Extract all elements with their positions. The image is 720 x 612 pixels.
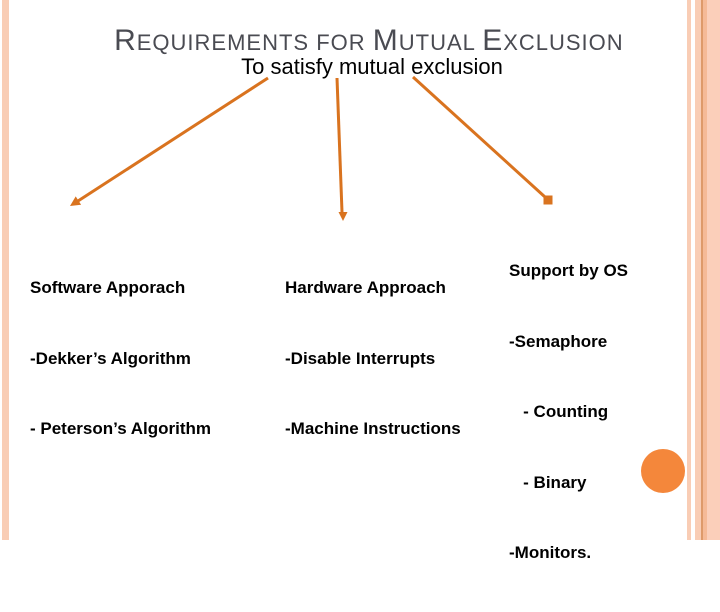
- title-segment: R: [114, 24, 137, 57]
- arrow-to-os-support: [411, 75, 553, 205]
- text-line: - Peterson’s Algorithm: [30, 419, 212, 438]
- text-line: -Monitors.: [509, 543, 592, 562]
- right-border-stripe-dark-line: [701, 0, 703, 540]
- left-border-stripe: [2, 0, 9, 540]
- title-segment: EQUIREMENTS FOR: [136, 30, 373, 55]
- title-segment: E: [482, 24, 504, 57]
- title-segment: XCLUSION: [503, 30, 624, 55]
- arrow-to-software-approach: [70, 76, 269, 206]
- title-segment: M: [372, 24, 399, 57]
- os-support-block: Support by OS -Semaphore - Counting - Bi…: [509, 212, 628, 612]
- text-line: -Semaphore: [509, 331, 608, 351]
- arrow-to-hardware-approach: [335, 77, 348, 221]
- page-title: REQUIREMENTS FOR MUTUAL EXCLUSION: [0, 6, 720, 76]
- decorative-circle: [641, 449, 685, 493]
- text-line: Support by OS: [509, 261, 628, 280]
- text-line: Software Apporach: [30, 278, 186, 297]
- text-line: -Machine Instructions: [285, 419, 461, 438]
- text-line: -Disable Interrupts: [285, 348, 436, 368]
- text-line: Hardware Approach: [285, 278, 446, 297]
- right-border-stripe-1: [687, 0, 691, 540]
- slide: REQUIREMENTS FOR MUTUAL EXCLUSION To sat…: [0, 0, 720, 562]
- hardware-approach-block: Hardware Approach -Disable Interrupts -M…: [285, 229, 461, 488]
- right-border-stripe-4: [707, 0, 720, 540]
- subtitle: To satisfy mutual exclusion: [241, 54, 503, 79]
- right-border-stripe-3: [703, 0, 707, 540]
- text-line: - Binary: [509, 472, 587, 492]
- text-line: - Counting: [509, 402, 609, 421]
- right-border-stripe-2: [695, 0, 701, 540]
- software-approach-block: Software Apporach -Dekker’s Algorithm - …: [30, 229, 211, 488]
- title-segment: UTUAL: [398, 30, 483, 55]
- text-line: -Dekker’s Algorithm: [30, 348, 191, 368]
